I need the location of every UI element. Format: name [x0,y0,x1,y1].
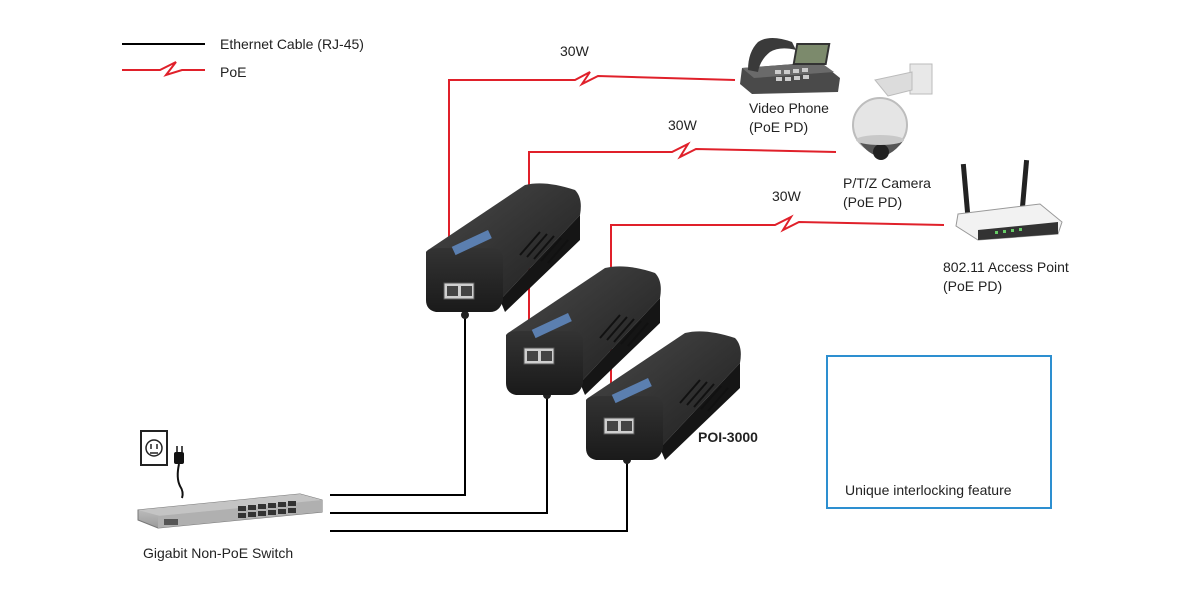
ethernet-cable-1 [330,315,466,496]
video-phone-sub: (PoE PD) [749,119,809,135]
poe-line-access-point [610,214,945,427]
access-point-image [955,159,1063,241]
poe-line-phone [448,71,736,272]
feature-caption: Unique interlocking feature [845,482,1012,498]
power-label-phone: 30W [560,43,589,59]
ethernet-cable-3 [330,460,628,532]
interlocking-feature-box [826,355,1052,509]
access-point-name: 802.11 Access Point [943,259,1069,275]
poe-injector-2 [506,266,661,395]
switch-label: Gigabit Non-PoE Switch [143,545,294,561]
power-label-camera: 30W [668,117,697,133]
camera-sub: (PoE PD) [843,194,903,210]
camera-name: P/T/Z Camera [843,175,931,191]
poe-line-camera [528,141,837,357]
access-point-sub: (PoE PD) [943,278,1003,294]
injector-model-label: POI-3000 [698,429,758,445]
poe-injector-3 [586,331,741,460]
legend-poe-symbol [122,61,205,77]
wall-outlet-icon [140,430,168,466]
legend-poe-label: PoE [220,64,247,80]
video-phone-image [740,38,840,94]
ptz-camera-image [852,63,933,160]
ethernet-cable-2 [330,395,548,514]
power-label-access-point: 30W [772,188,801,204]
poe-injector-1 [426,183,581,312]
power-plug-icon [174,446,184,499]
gigabit-switch-image [137,493,323,529]
legend-ethernet-label: Ethernet Cable (RJ-45) [220,36,364,52]
video-phone-name: Video Phone [749,100,829,116]
injector-input-dot-1 [461,311,469,319]
